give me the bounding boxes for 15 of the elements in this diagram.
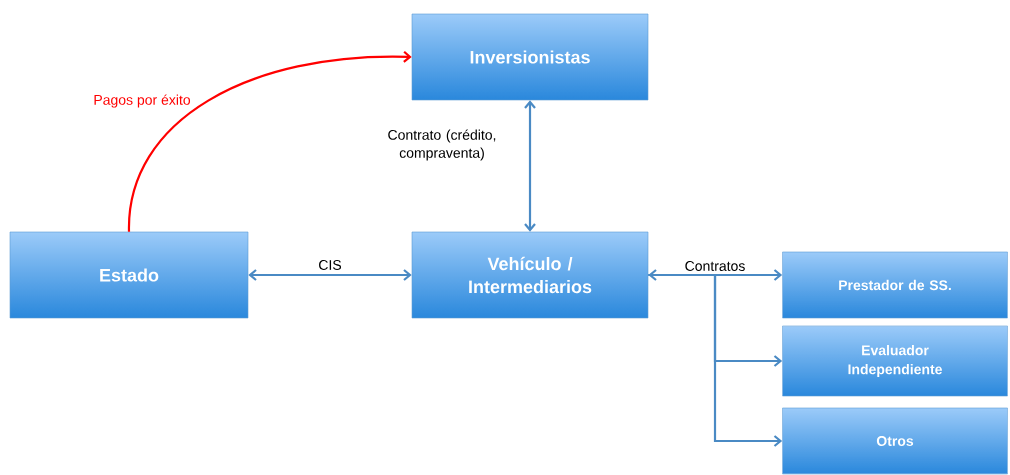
edge-label: Contrato (crédito, compraventa) — [388, 129, 496, 161]
arrow — [648, 269, 783, 281]
process-box: Vehículo / Intermediarios — [411, 231, 649, 319]
edge-label: Contratos — [685, 261, 745, 271]
arrow — [248, 269, 412, 281]
process-box: Otros — [782, 407, 1008, 475]
edge-label: CIS — [319, 260, 342, 270]
arrow — [127, 50, 412, 232]
process-box: Evaluador Independiente — [782, 325, 1008, 397]
arrow — [524, 100, 536, 232]
process-box: Estado — [9, 231, 249, 319]
process-box: Inversionistas — [411, 13, 649, 101]
arrow — [648, 273, 783, 447]
process-box: Prestador de SS. — [782, 251, 1008, 319]
edge-label: Pagos por éxito — [94, 94, 191, 108]
